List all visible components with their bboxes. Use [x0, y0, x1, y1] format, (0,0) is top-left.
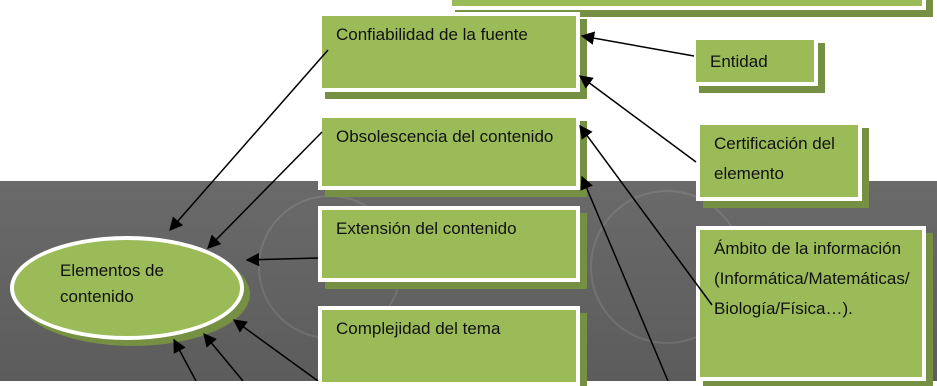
arrow-ambito: [579, 124, 713, 306]
box-ambito-label: Ámbito de la información (Informática/Ma…: [714, 239, 910, 318]
box-complejidad-label: Complejidad del tema: [336, 319, 501, 338]
box-top-partial: [448, 0, 926, 10]
box-certificacion: Certificación del elemento: [696, 121, 862, 201]
box-obsolescencia-label: Obsolescencia del contenido: [336, 127, 554, 146]
ellipse-label: Elementos de contenido: [60, 261, 164, 306]
box-extension: Extensión del contenido: [318, 206, 580, 282]
arrow-certificacion: [578, 75, 697, 163]
arrow-bottom-right: [580, 175, 669, 381]
box-certificacion-label: Certificación del elemento: [714, 134, 835, 183]
arrow-entidad: [580, 31, 695, 57]
arrow-complejidad: [232, 319, 319, 381]
box-confiabilidad-label: Confiabilidad de la fuente: [336, 25, 528, 44]
box-entidad: Entidad: [692, 36, 818, 86]
box-ambito: Ámbito de la información (Informática/Ma…: [696, 226, 926, 381]
ellipse-elementos-contenido: Elementos de contenido: [10, 236, 244, 340]
arrow-confiabilidad: [169, 49, 329, 232]
arrow-bottom-b: [173, 338, 197, 381]
arrow-bottom-a: [203, 332, 244, 381]
arrow-obsolescencia: [207, 131, 323, 249]
arrow-extension: [245, 252, 319, 267]
box-entidad-label: Entidad: [710, 52, 768, 71]
box-confiabilidad: Confiabilidad de la fuente: [318, 12, 580, 92]
box-obsolescencia: Obsolescencia del contenido: [318, 114, 580, 190]
box-extension-label: Extensión del contenido: [336, 219, 517, 238]
